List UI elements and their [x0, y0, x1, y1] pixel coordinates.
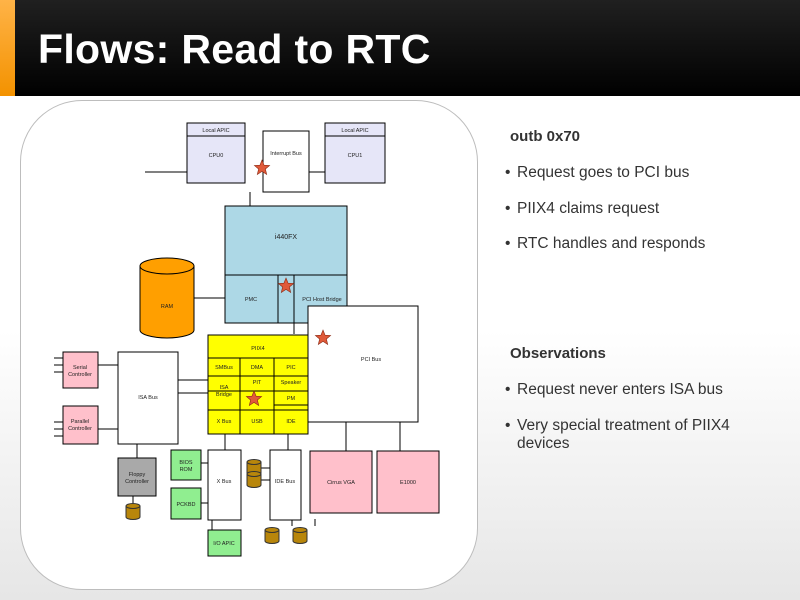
slide-title: Flows: Read to RTC: [38, 26, 431, 72]
dma-label: DMA: [251, 365, 264, 371]
piix4-label: PIIX4: [251, 346, 264, 352]
pit-label: PIT: [253, 380, 262, 386]
cpu1-label: CPU1: [348, 153, 363, 159]
bullet-text: PIIX4 claims request: [517, 200, 660, 217]
speaker-label: Speaker: [281, 380, 302, 386]
cirrus-vga-label: Cirrus VGA: [327, 480, 355, 486]
local-apic-0-label: Local APIC: [202, 128, 229, 134]
ram-label: RAM: [161, 304, 174, 310]
pci-bus-label: PCI Bus: [361, 357, 381, 363]
bios-rom-label-2: ROM: [180, 467, 193, 473]
isa-bridge-label-2: Bridge: [216, 392, 232, 398]
bullet-text: Request goes to PCI bus: [517, 164, 690, 181]
bullet-icon: •: [505, 235, 511, 252]
bullet-item: • RTC handles and responds: [505, 235, 705, 253]
isa-bus-label: ISA Bus: [138, 395, 158, 401]
io-apic-label: I/O APIC: [213, 541, 234, 547]
parallel-controller-label: Parallel: [71, 419, 89, 425]
bios-rom-label: BIOS: [179, 460, 192, 466]
title-bar: Flows: Read to RTC: [0, 0, 800, 96]
disk-icon: [125, 503, 141, 520]
bullet-icon: •: [505, 417, 511, 434]
disk-icon: [264, 527, 280, 544]
floppy-controller-label: Floppy: [129, 472, 146, 478]
usb-label: USB: [251, 419, 263, 425]
pmc-label: PMC: [245, 297, 257, 303]
pm-label: PM: [287, 396, 296, 402]
bullet-icon: •: [505, 381, 511, 398]
bullet-item: • Very special treatment of PIIX4 devices: [505, 417, 755, 453]
bullet-text: Very special treatment of PIIX4 devices: [517, 417, 730, 452]
pckbd-label: PCKBD: [177, 502, 196, 508]
flow-star-icon: [253, 159, 271, 176]
ide-label: IDE: [286, 419, 296, 425]
x-bus-label: X Bus: [217, 479, 232, 485]
i440fx-label: i440FX: [275, 234, 298, 241]
title-accent-bar: [0, 0, 15, 96]
pic-label: PIC: [286, 365, 295, 371]
isa-bridge-label: ISA: [220, 385, 229, 391]
x-bus-cell-label: X Bus: [217, 419, 232, 425]
flow-star-icon: [245, 390, 263, 407]
floppy-controller-label-2: Controller: [125, 479, 149, 485]
disk-icons: [125, 459, 308, 544]
interrupt-bus-label: Interrupt Bus: [270, 151, 302, 157]
serial-controller-label: Serial: [73, 365, 87, 371]
flow-markers: [245, 159, 332, 407]
bullet-item: • PIIX4 claims request: [505, 200, 659, 218]
parallel-controller-label-2: Controller: [68, 426, 92, 432]
section-heading-outb: outb 0x70: [510, 128, 581, 145]
section-heading-observations: Observations: [510, 345, 606, 362]
flow-star-icon: [314, 329, 332, 346]
cpu0-label: CPU0: [209, 153, 224, 159]
bullet-icon: •: [505, 164, 511, 181]
bullet-icon: •: [505, 200, 511, 217]
disk-icon: [292, 527, 308, 544]
flow-star-icon: [277, 277, 295, 294]
pci-host-bridge-label: PCI Host Bridge: [302, 297, 341, 303]
local-apic-1-label: Local APIC: [341, 128, 368, 134]
qemu-hardware-diagram: Local APIC CPU0 Local APIC CPU1 Interrup…: [54, 122, 440, 557]
ide-bus-label: IDE Bus: [275, 479, 295, 485]
e1000-label: E1000: [400, 480, 416, 486]
bullet-item: • Request goes to PCI bus: [505, 164, 689, 182]
bullet-item: • Request never enters ISA bus: [505, 381, 723, 399]
smbus-label: SMBus: [215, 365, 233, 371]
ram-cylinder: [139, 257, 195, 339]
disk-icon: [246, 471, 262, 488]
bullet-text: Request never enters ISA bus: [517, 381, 723, 398]
bullet-text: RTC handles and responds: [517, 235, 706, 252]
serial-controller-label-2: Controller: [68, 372, 92, 378]
